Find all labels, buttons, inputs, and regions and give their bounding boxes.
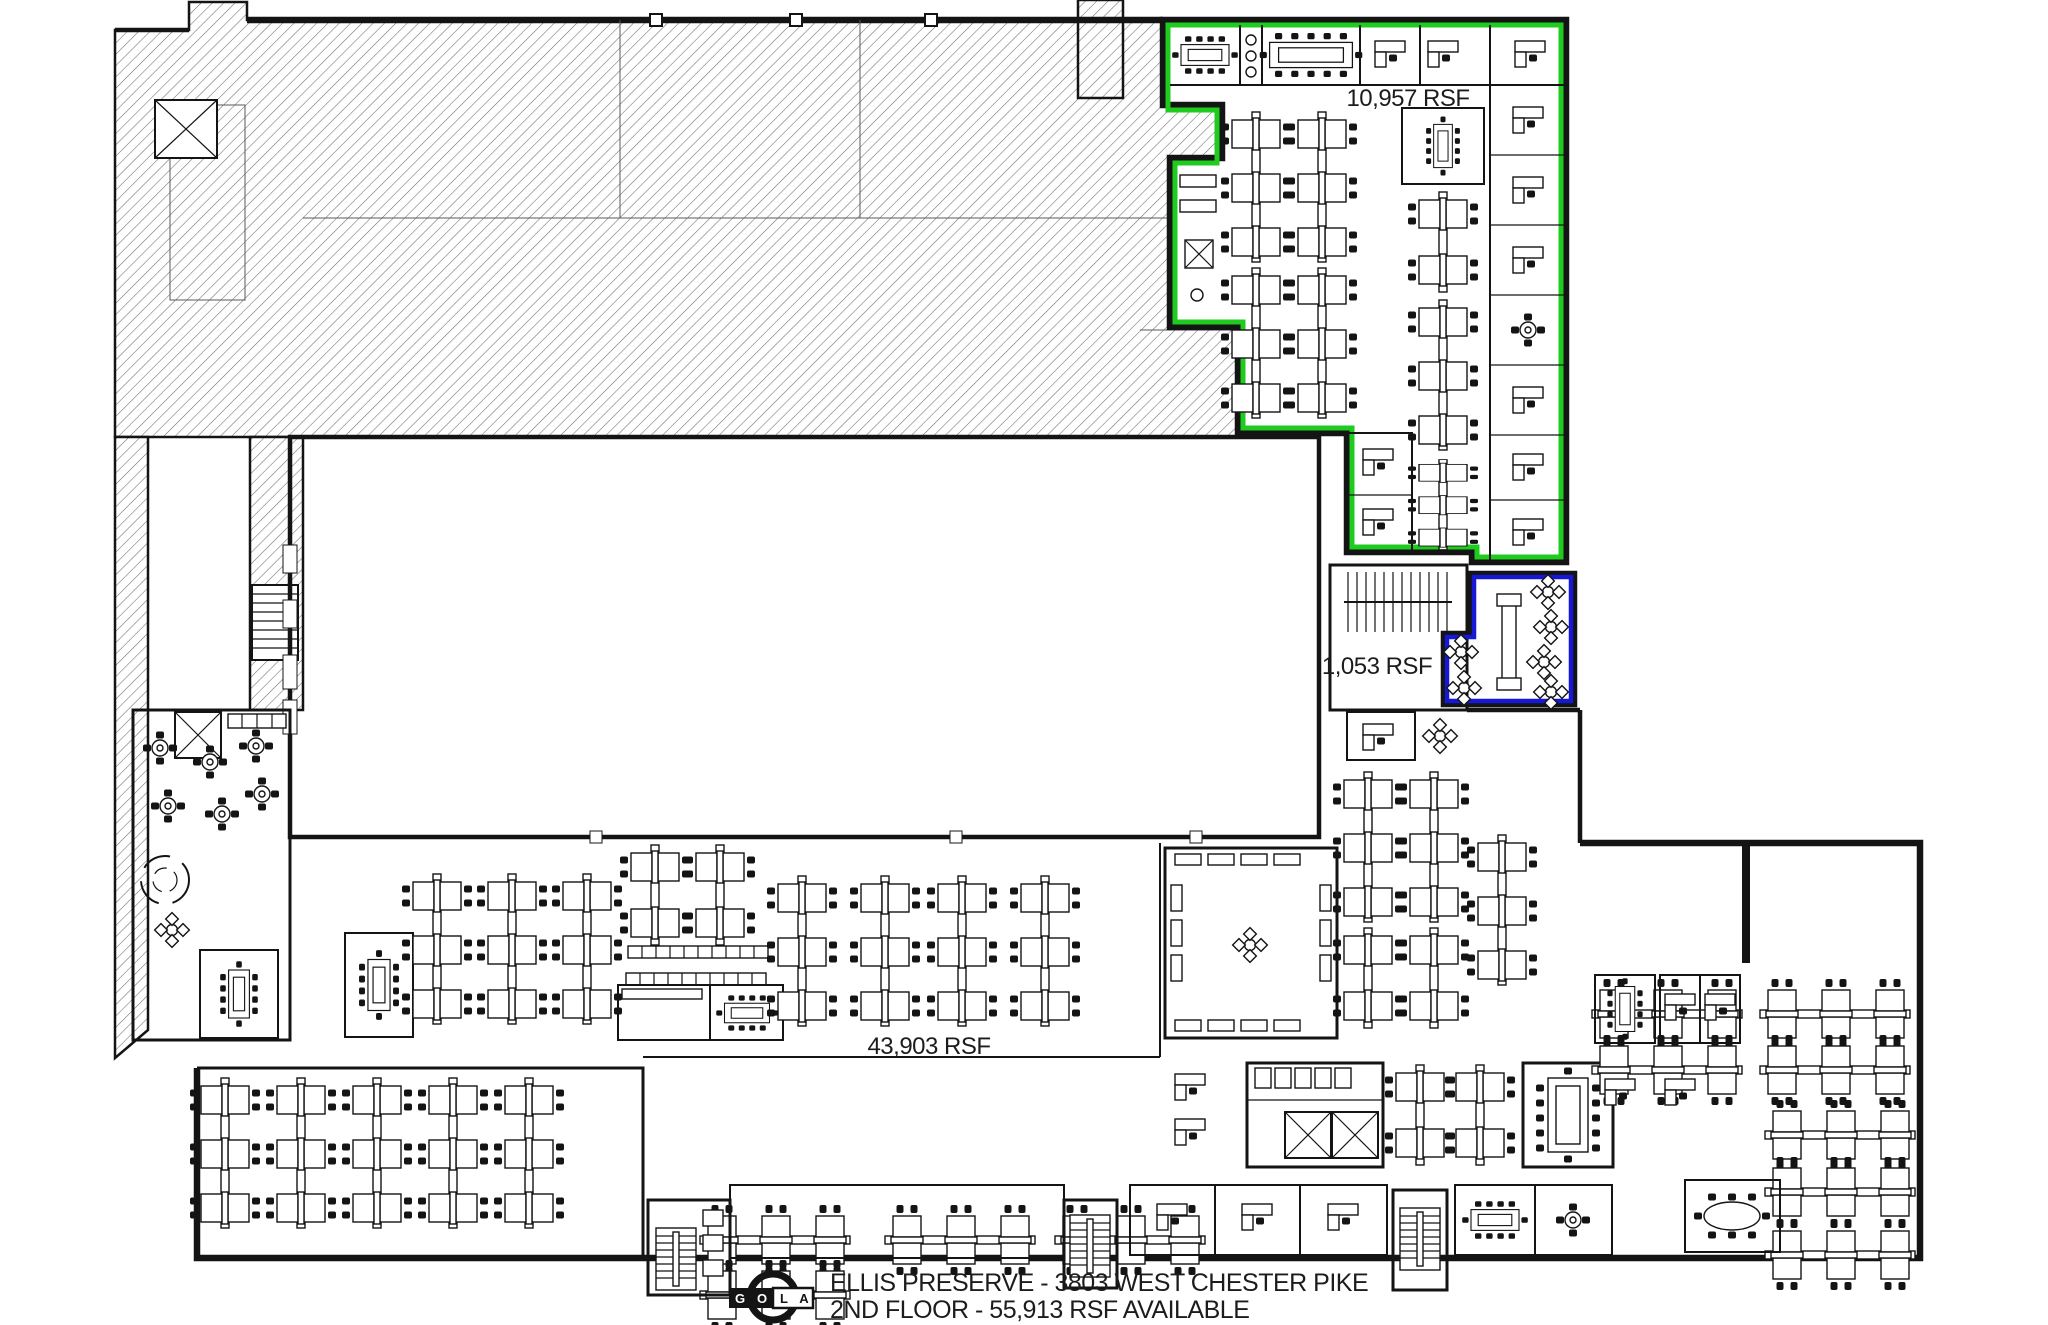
suite-green: 10,957 RSF	[1159, 16, 1570, 566]
elevator-icon	[1284, 1111, 1332, 1159]
center-right-pods	[1333, 707, 1583, 1028]
conference-room	[1401, 107, 1485, 185]
mid-conference-room	[344, 932, 414, 1038]
elevator-icon	[1331, 1111, 1379, 1159]
suite-blue	[1440, 570, 1578, 711]
stair-room: 1,053 RSF	[1322, 563, 1469, 712]
stair-block	[1391, 1188, 1449, 1292]
logo-letter: L	[780, 1291, 788, 1306]
stair-block	[646, 1198, 732, 1297]
right-wing	[1592, 845, 1922, 1325]
label-main-rsf: 43,903 RSF	[867, 1033, 990, 1060]
logo-letter: O	[757, 1291, 767, 1306]
suite-blue-outline	[1444, 574, 1574, 704]
stair-block	[1062, 1198, 1119, 1290]
elevator-icon	[174, 711, 222, 759]
suite-main: 43,903 RSF	[190, 707, 1924, 1325]
spiral-bench-icon	[140, 855, 190, 905]
oval-conference-room	[1684, 1179, 1781, 1253]
gola-logo: G O L A	[729, 1270, 815, 1324]
restroom-core	[1245, 1061, 1385, 1169]
pantry-room	[617, 984, 784, 1041]
plan-title-line1: ELLIS PRESERVE - 3803 WEST CHESTER PIKE	[830, 1269, 1368, 1297]
suite-green-outline	[1165, 22, 1564, 560]
lockers-row	[627, 945, 769, 959]
vending-row	[227, 713, 287, 729]
cafe-lobby	[131, 708, 292, 1042]
conference-room	[1594, 974, 1656, 1044]
elevator-icon	[154, 99, 218, 159]
conference-room	[199, 949, 279, 1039]
label-blue-rsf: 1,053 RSF	[1322, 653, 1432, 680]
logo-letter: G	[735, 1291, 745, 1306]
lockers-row	[625, 972, 767, 986]
footer: G O L A ELLIS PRESERVE - 3803 WEST CHEST…	[729, 1269, 1369, 1324]
hatched-unavailable-area	[113, 0, 1240, 1061]
training-room	[1163, 846, 1339, 1040]
boardroom	[1521, 1061, 1615, 1169]
plan-title-line2: 2ND FLOOR - 55,913 RSF AVAILABLE	[830, 1296, 1249, 1324]
central-void	[282, 434, 1322, 844]
logo-letter: A	[799, 1291, 809, 1306]
